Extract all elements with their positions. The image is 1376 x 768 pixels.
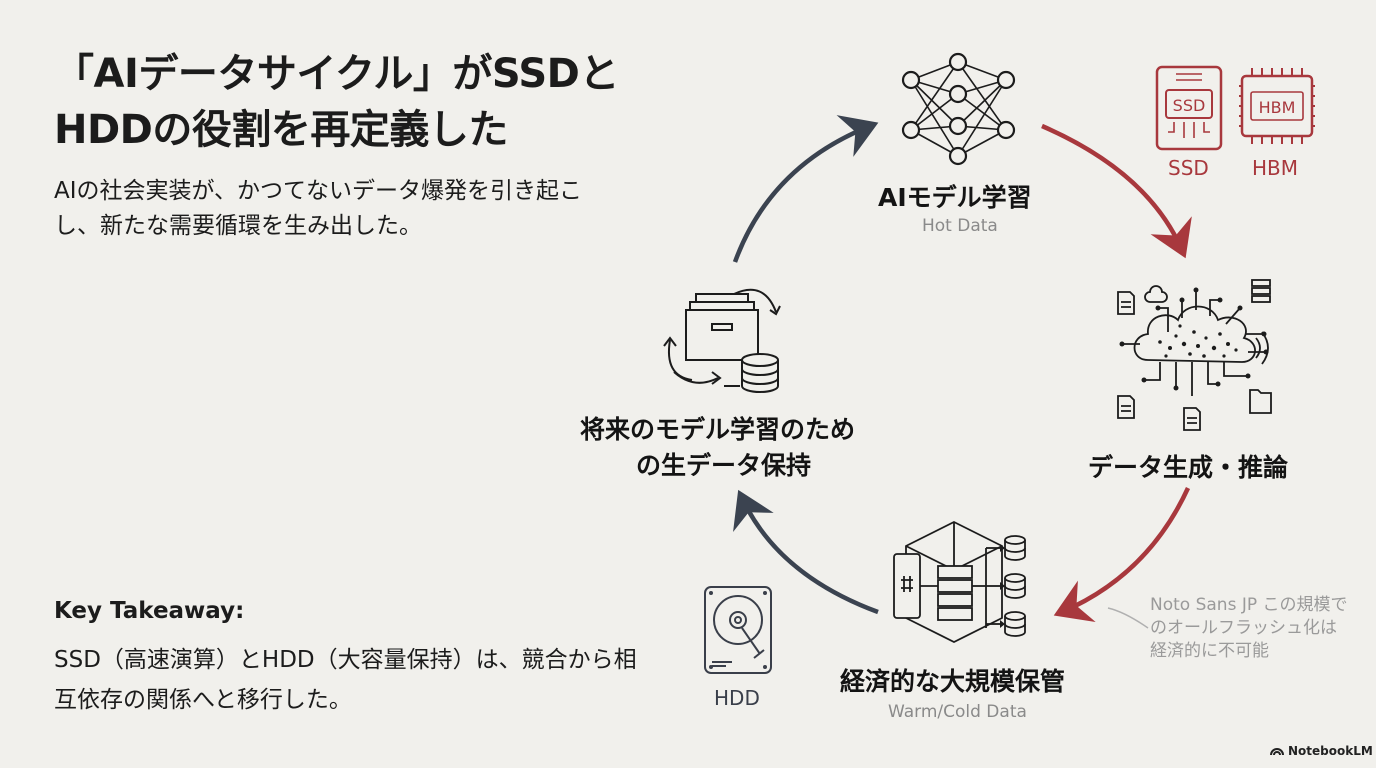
node-training-title: AIモデル学習 bbox=[878, 183, 1032, 212]
ssd-label: SSD bbox=[1168, 156, 1209, 180]
data-cloud-icon bbox=[1117, 279, 1272, 431]
server-storage-icon bbox=[893, 520, 1026, 644]
notebooklm-logo: NotebookLM bbox=[1270, 744, 1373, 758]
hdd-icon bbox=[704, 586, 772, 674]
note-pointer-line bbox=[1107, 607, 1149, 629]
page-title: 「AIデータサイクル」がSSDとHDDの役割を再定義した bbox=[54, 51, 619, 153]
arrow-storage-to-retention bbox=[733, 489, 879, 615]
node-training-subtitle: Hot Data bbox=[922, 216, 998, 236]
node-storage-title: 経済的な大規模保管 bbox=[840, 667, 1066, 696]
svg-text:HBM: HBM bbox=[1259, 98, 1296, 117]
hbm-chip-icon: HBM bbox=[1239, 68, 1315, 144]
node-retention-title-line2: の生データ保持 bbox=[636, 451, 812, 480]
notebooklm-icon bbox=[1270, 748, 1284, 756]
arrow-training-to-generation bbox=[1041, 123, 1192, 259]
hbm-label: HBM bbox=[1252, 156, 1299, 180]
node-storage-subtitle: Warm/Cold Data bbox=[888, 702, 1027, 722]
key-takeaway-heading: Key Takeaway: bbox=[54, 598, 245, 624]
arrow-retention-to-training bbox=[732, 115, 879, 263]
branding-label: NotebookLM bbox=[1288, 744, 1373, 758]
svg-text:SSD: SSD bbox=[1173, 96, 1206, 115]
neural-network-icon bbox=[901, 52, 1016, 166]
page-subtitle: AIの社会実装が、かつてないデータ爆発を引き起こし、新たな需要循環を生み出した。 bbox=[54, 178, 583, 239]
ssd-chip-icon: SSD bbox=[1155, 65, 1223, 151]
hdd-label: HDD bbox=[714, 686, 760, 710]
node-generation-title: データ生成・推論 bbox=[1088, 453, 1289, 482]
archive-cycle-icon bbox=[663, 288, 781, 393]
key-takeaway-body: SSD（高速演算）とHDD（大容量保持）は、競合から相互依存の関係へと移行した。 bbox=[54, 647, 637, 713]
arrow-generation-to-storage bbox=[1053, 487, 1191, 622]
annotation-note: Noto Sans JP この規模でのオールフラッシュ化は経済的に不可能 bbox=[1150, 595, 1348, 661]
node-retention-title-line1: 将来のモデル学習のため bbox=[580, 415, 856, 444]
